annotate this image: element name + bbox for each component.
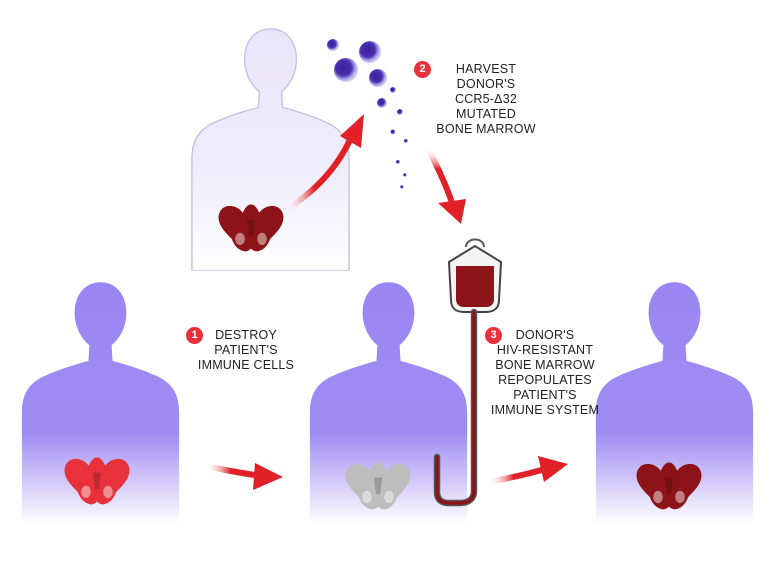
bone-marrow-cells [327, 39, 408, 189]
step-2-line-4: MUTATED [456, 107, 516, 121]
cell-icon [397, 109, 403, 115]
bag-blood-icon [456, 266, 494, 307]
cell-icon [390, 129, 396, 135]
cell-icon [403, 173, 407, 177]
arrow-harvest [282, 114, 364, 213]
arrow-destroy [202, 463, 283, 490]
arrowhead-icon [340, 114, 364, 148]
patient-figure-depleted [309, 282, 468, 525]
cell-icon [327, 39, 339, 51]
bag-hook-icon [465, 238, 485, 248]
cell-icon [334, 58, 358, 82]
step-1-label: DESTROY PATIENT'S IMMUNE CELLS [190, 328, 302, 373]
step-3-line-3: BONE MARROW [495, 358, 595, 372]
cell-icon [396, 160, 400, 164]
step-2-line-1: HARVEST [455, 62, 517, 76]
arrowhead-icon [253, 463, 283, 490]
curved-arrow-icon [485, 466, 548, 485]
cell-icon [400, 185, 404, 189]
step-2-badge: 2 [414, 61, 431, 78]
step-2-label: HARVEST DONOR'S CCR5-Δ32 MUTATED BONE MA… [426, 62, 546, 137]
cell-icon [404, 139, 408, 143]
step-3-label: DONOR'S HIV-RESISTANT BONE MARROW REPOPU… [474, 328, 616, 418]
step-2-line-5: BONE MARROW [436, 122, 536, 136]
cell-icon [377, 98, 387, 108]
step-3-line-4: REPOPULATES [498, 373, 592, 387]
patient-figure-initial [21, 282, 180, 525]
curved-arrow-icon [202, 463, 265, 479]
step-2-line-2: DONOR'S [456, 77, 516, 91]
arrowhead-icon [438, 199, 466, 224]
transfusion-tube-blood-icon [435, 310, 476, 505]
transfusion-bag [433, 238, 503, 507]
curved-arrow-icon [282, 137, 353, 213]
step-3-line-1: DONOR'S [515, 328, 575, 342]
step-1-badge: 1 [186, 327, 203, 344]
step-1-line-2: PATIENT'S [214, 343, 278, 357]
step-3-line-6: IMMUNE SYSTEM [490, 403, 600, 417]
arrowhead-icon [538, 456, 568, 482]
arrow-repopulate [485, 456, 568, 485]
donor-figure [191, 28, 350, 271]
step-3-line-2: HIV-RESISTANT [496, 343, 594, 357]
step-1-line-1: DESTROY [215, 328, 277, 342]
step-3-badge: 3 [485, 327, 502, 344]
step-3-line-5: PATIENT'S [513, 388, 577, 402]
cell-icon [390, 87, 396, 93]
cell-icon [369, 69, 387, 87]
cell-icon [359, 41, 381, 63]
arrow-to-bag [425, 145, 466, 224]
step-1-line-3: IMMUNE CELLS [197, 358, 295, 372]
step-2-line-3: CCR5-Δ32 [454, 92, 518, 106]
curved-arrow-icon [425, 145, 454, 203]
patient-figure-repopulated [595, 282, 754, 525]
